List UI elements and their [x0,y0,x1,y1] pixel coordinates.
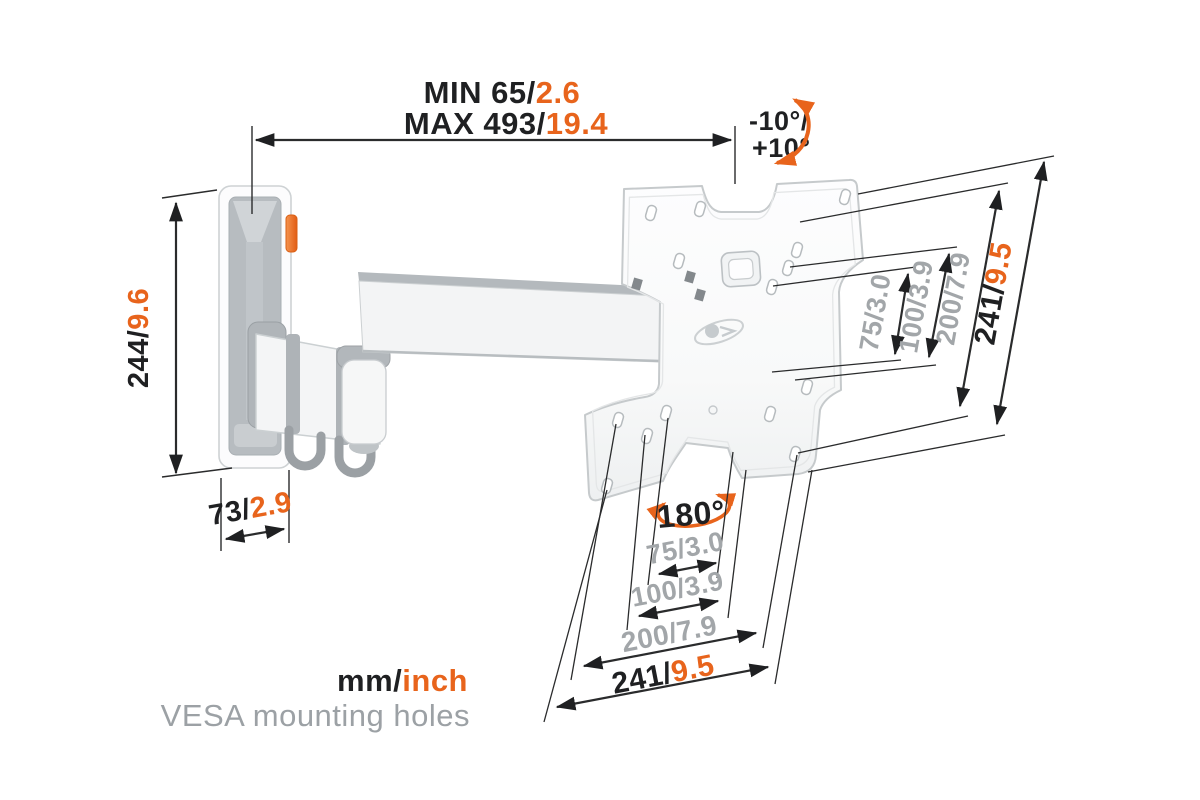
dim-right-100-ext-bottom [794,364,937,381]
vesa-hole [763,405,777,423]
dim-vesa-bottom [543,417,813,723]
dim-right-75-ext-bottom [771,359,902,373]
dim-right-241-line [993,160,1048,426]
legend-caption: VESA mounting holes [161,698,470,733]
dim-depth-label: 73/2.9 [206,486,294,532]
vesa-hole [790,241,804,259]
dim-depth [220,470,290,551]
dim-reach-min-label: MIN 65/2.6 [424,75,581,110]
vesa-hole [672,252,686,270]
cable-clip-loop [284,425,326,471]
dim-right-75-ext-top [772,266,917,287]
dim-right-200-line [956,189,1003,408]
dim-right-241-ext-top [857,155,1055,195]
dim-bottom-241-ext-right [774,469,813,685]
arm-hinge-cylinder [341,359,387,445]
dim-height [161,189,233,478]
dim-right-75-label: 75/3.0 [854,271,897,353]
plate-latch [720,250,762,288]
dim-bottom-100-label: 100/3.9 [628,566,726,613]
vesa-hole [765,278,779,296]
dim-bottom-200-ext-right [762,454,798,649]
vesa-hole [838,188,852,206]
cable-clip-loop [334,435,376,478]
dim-right-100-line [925,252,953,359]
swivel-arc-icon [646,493,737,528]
vesa-hole [659,404,673,422]
vesa-hole [788,445,802,463]
release-tab [285,214,298,253]
dim-right-200-ext-bottom [797,415,969,454]
dim-bottom-75-ext-left [647,417,669,586]
dim-right-241-label: 241/9.5 [968,239,1018,347]
articulating-arm [247,272,661,478]
wall-bracket-facet [233,201,277,242]
dim-vesa-right [771,155,1055,473]
dim-reach-max-label: MAX 493/19.4 [404,106,608,141]
vesa-hole-square [631,277,643,291]
legend-units: mm/inch [337,663,468,698]
dim-depth-line [224,525,286,543]
dim-reach [251,126,736,214]
dim-bottom-200-line [582,629,758,670]
arm-beam-bottom-edge [362,349,661,363]
dim-bottom-100-ext-left [626,434,646,631]
dim-right-200-ext-top [799,182,1009,223]
vesa-hole [800,378,814,396]
cable-strap [286,334,300,434]
dim-bottom-241-ext-left [543,489,608,723]
arm-beam-top-edge [358,272,660,296]
dim-height-ext-top [161,189,218,199]
vesa-hole [781,259,795,277]
dim-bottom-200-ext-left [570,423,617,681]
dim-bottom-100-ext-right [727,469,747,619]
vesa-square-holes [631,270,706,302]
dim-bottom-241-line [555,663,770,711]
dim-bottom-100-line [637,597,720,620]
dim-right-75-line [891,272,912,356]
dim-height-label: 244/9.6 [123,288,155,388]
tilt-angle-label-1: -10°/ [749,106,809,136]
dim-bottom-75-ext-right [716,451,734,579]
vesa-hole-square [684,270,696,284]
swivel-angle-label: 180° [656,493,727,535]
dim-bottom-75-line [657,559,718,578]
tilt-arc-icon [773,98,816,166]
dim-right-100-ext-top [789,246,958,268]
vesa-plate-inner-contour [591,188,856,493]
vesa-hole [644,204,658,222]
vesa-hole-square [694,288,706,302]
vesa-plate [584,178,864,502]
dim-right-241-ext-bottom [807,434,1006,473]
dim-height-ext-bottom [161,467,233,478]
vesa-hole [693,200,707,218]
vogels-logo [694,318,744,346]
vesa-hole-round [708,405,718,415]
